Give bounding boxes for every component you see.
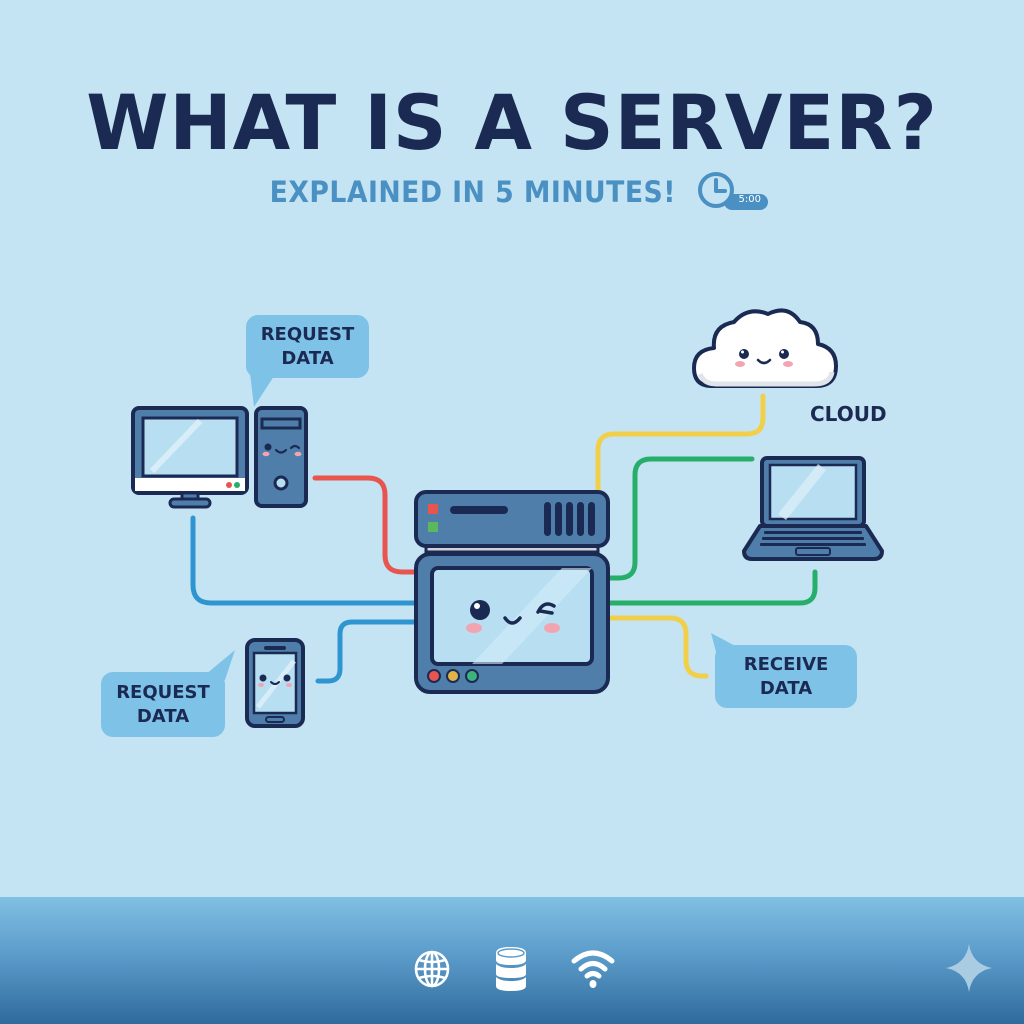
- bubble-line-2: DATA: [136, 705, 190, 727]
- wire-server-receive: [605, 615, 709, 679]
- cloud-icon: [692, 308, 838, 388]
- footer-bar: [0, 897, 1024, 1024]
- bubble-line-1: REQUEST: [116, 681, 210, 703]
- database-icon: [496, 947, 526, 991]
- bubble-line-2: DATA: [759, 677, 813, 699]
- bubble-tail: [711, 633, 741, 663]
- wire-laptop-server-2: [605, 569, 818, 606]
- smartphone-icon: [245, 638, 305, 728]
- bubble-tail: [199, 650, 235, 680]
- timer-badge: 5:00: [696, 170, 772, 214]
- bubble-line-1: REQUEST: [260, 323, 355, 345]
- request-data-bubble-phone: REQUEST DATA: [101, 650, 235, 737]
- wifi-icon: [571, 950, 615, 988]
- sparkle-icon: [946, 944, 992, 992]
- bubble-line-1: RECEIVE: [743, 653, 829, 675]
- bubble-tail: [250, 373, 276, 407]
- clock-icon: [697, 172, 768, 210]
- globe-icon: [414, 950, 450, 988]
- laptop-icon: [742, 456, 884, 561]
- cloud-label: CLOUD: [810, 402, 887, 426]
- server-icon: [414, 490, 610, 694]
- timer-label: 5:00: [738, 194, 761, 205]
- wire-phone-server: [315, 619, 421, 684]
- receive-data-bubble: RECEIVE DATA: [711, 633, 857, 708]
- bubble-line-2: DATA: [281, 347, 334, 369]
- wire-tower-server: [312, 475, 421, 575]
- wire-cloud-server: [595, 393, 766, 498]
- desktop-monitor-icon: [131, 406, 249, 509]
- desktop-tower-icon: [254, 406, 308, 508]
- wire-laptop-server-1: [605, 456, 755, 581]
- wire-monitor-server: [190, 515, 421, 606]
- request-data-bubble-desktop: REQUEST DATA: [246, 315, 369, 407]
- subtitle: EXPLAINED IN 5 MINUTES!: [269, 175, 677, 209]
- page-title: WHAT IS A SERVER?: [86, 78, 938, 167]
- subtitle-row: EXPLAINED IN 5 MINUTES! 5:00: [0, 170, 1024, 214]
